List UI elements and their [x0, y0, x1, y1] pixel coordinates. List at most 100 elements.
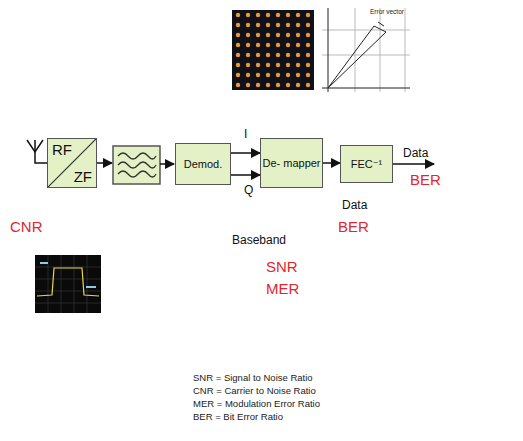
constellation-point [296, 83, 300, 87]
constellation-screen [232, 10, 314, 90]
constellation-point [256, 13, 260, 17]
constellation-point [276, 13, 280, 17]
constellation-point [256, 83, 260, 87]
constellation-point [246, 23, 250, 27]
constellation-point [306, 43, 310, 47]
signal-connector [231, 152, 260, 154]
constellation-point [246, 73, 250, 77]
signal-name: Data [342, 198, 367, 212]
abbreviation-note: SNR = Signal to Noise Ratio [193, 372, 313, 383]
constellation-point [266, 63, 270, 67]
constellation-point [286, 53, 290, 57]
measure-name: BER [410, 171, 441, 188]
constellation-point [286, 23, 290, 27]
constellation-point [236, 53, 240, 57]
signal-name: Data [403, 146, 428, 160]
constellation-point [306, 83, 310, 87]
constellation-point [266, 13, 270, 17]
output-arrow [393, 163, 434, 165]
measure-name: SNR [266, 258, 298, 275]
constellation-point [236, 13, 240, 17]
constellation-point [296, 33, 300, 37]
signal-arrow [97, 162, 112, 164]
abbreviation-note: CNR = Carrier to Noise Ratio [193, 385, 316, 396]
box-text: FEC⁻¹ [351, 158, 382, 171]
measure-name: CNR [10, 218, 43, 235]
measure-name: BER [338, 218, 369, 235]
constellation-point [306, 53, 310, 57]
constellation-point [256, 33, 260, 37]
constellation-point [236, 33, 240, 37]
signal-name: I [243, 127, 248, 141]
constellation-point [296, 23, 300, 27]
box-text: RF [52, 141, 72, 158]
signal-connector [231, 174, 260, 176]
decoder-box: FEC⁻¹ [340, 145, 393, 183]
constellation-point [246, 83, 250, 87]
constellation-point [236, 23, 240, 27]
signal-connector [323, 162, 340, 164]
constellation-point [276, 33, 280, 37]
constellation-point [296, 73, 300, 77]
constellation-point [276, 83, 280, 87]
signal-name: Baseband [232, 233, 286, 247]
constellation-point [296, 43, 300, 47]
constellation-point [266, 43, 270, 47]
constellation-point [286, 13, 290, 17]
spectrum-screen [35, 255, 101, 313]
constellation-point [306, 63, 310, 67]
constellation-point [296, 63, 300, 67]
signal-arrow [160, 163, 174, 165]
constellation-point [276, 23, 280, 27]
constellation-point [236, 83, 240, 87]
constellation-point [306, 73, 310, 77]
converter-box: RFZF [47, 138, 97, 188]
constellation-point [306, 23, 310, 27]
constellation-point [276, 53, 280, 57]
constellation-point [236, 43, 240, 47]
constellation-point [296, 53, 300, 57]
constellation-point [266, 33, 270, 37]
constellation-point [266, 53, 270, 57]
abbreviation-note: BER = Bit Error Ratio [193, 411, 283, 422]
constellation-point [236, 73, 240, 77]
constellation-point [266, 23, 270, 27]
constellation-point [276, 43, 280, 47]
constellation-point [286, 83, 290, 87]
constellation-point [246, 13, 250, 17]
constellation-point [266, 73, 270, 77]
constellation-point [286, 63, 290, 67]
constellation-point [286, 73, 290, 77]
constellation-point [306, 13, 310, 17]
constellation-point [256, 43, 260, 47]
constellation-point [286, 33, 290, 37]
box-text: ZF [74, 168, 92, 185]
constellation-point [256, 73, 260, 77]
filter-block [113, 146, 160, 184]
constellation-point [296, 13, 300, 17]
signal-name: Q [243, 183, 254, 197]
antenna-symbol [27, 140, 47, 163]
constellation-point [246, 63, 250, 67]
constellation-point [256, 63, 260, 67]
demapper-box: De- mapper [260, 138, 323, 188]
measure-name: MER [266, 280, 299, 297]
constellation-point [266, 83, 270, 87]
graph-note: Error vector [370, 8, 404, 15]
constellation-point [246, 43, 250, 47]
abbreviation-note: MER = Modulation Error Ratio [193, 398, 320, 409]
box-text: De- mapper [262, 157, 320, 170]
constellation-point [256, 23, 260, 27]
demodulator-box: Demod. [175, 143, 231, 185]
constellation-point [276, 73, 280, 77]
constellation-point [256, 53, 260, 57]
error-vector-graph [320, 5, 412, 95]
constellation-point [236, 63, 240, 67]
constellation-point [246, 53, 250, 57]
box-text: Demod. [184, 158, 223, 171]
constellation-point [276, 63, 280, 67]
constellation-point [286, 43, 290, 47]
constellation-point [246, 33, 250, 37]
constellation-point [306, 33, 310, 37]
